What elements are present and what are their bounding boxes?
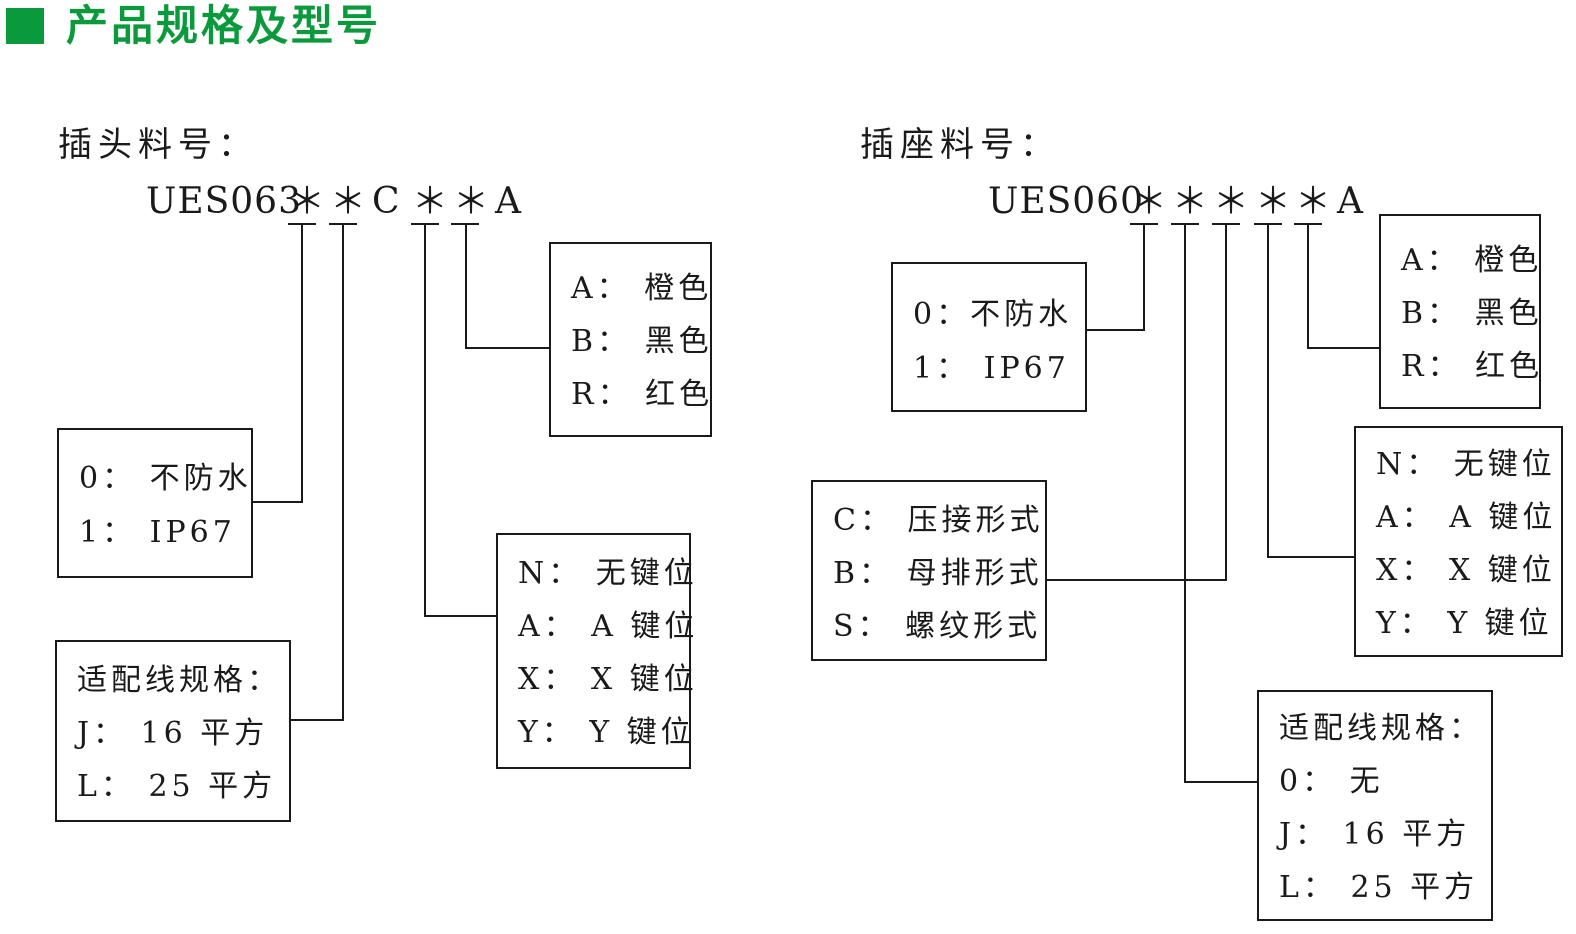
plug-wire-spec-box: 适配线规格： J： 16 平方 L： 25 平方 xyxy=(55,640,291,822)
plug-waterproof-box: 0： 不防水 1： IP67 xyxy=(57,428,253,578)
option-row: Y： Y 键位 xyxy=(518,715,695,750)
socket-color-box: A： 橙色 B： 黑色 R： 红色 xyxy=(1379,214,1541,409)
socket-label: 插座料号： xyxy=(860,125,1060,165)
option-row: L： 25 平方 xyxy=(77,769,277,804)
plug-key-box: N： 无键位 A： A 键位 X： X 键位 Y： Y 键位 xyxy=(496,533,694,769)
option-row: A： 橙色 xyxy=(1401,243,1543,278)
socket-code-slot-3: ＊ xyxy=(1213,181,1251,222)
socket-code-slot-1: ＊ xyxy=(1131,181,1169,222)
option-row: B： 黑色 xyxy=(571,324,713,359)
option-row: 0：不防水 xyxy=(913,297,1073,332)
option-row: L： 25 平方 xyxy=(1279,870,1479,905)
plug-code-slot-2: ＊ xyxy=(330,181,368,222)
option-row: 适配线规格： xyxy=(77,663,281,698)
option-row: B： 母排形式 xyxy=(833,556,1043,591)
option-row: B： 黑色 xyxy=(1401,296,1543,331)
plug-color-box: A： 橙色 B： 黑色 R： 红色 xyxy=(549,242,712,437)
plug-code-prefix: UES063 xyxy=(146,181,302,222)
option-row: J： 16 平方 xyxy=(1279,817,1471,852)
socket-termination-box: C： 压接形式 B： 母排形式 S： 螺纹形式 xyxy=(811,480,1047,661)
option-row: S： 螺纹形式 xyxy=(833,609,1042,644)
option-row: A： A 键位 xyxy=(518,609,699,644)
option-row: X： X 键位 xyxy=(518,662,698,697)
option-row: 适配线规格： xyxy=(1279,711,1483,746)
plug-code-slot-3: ＊ xyxy=(412,181,450,222)
socket-key-box: N： 无键位 A： A 键位 X： X 键位 Y： Y 键位 xyxy=(1354,426,1563,657)
option-row: A： A 键位 xyxy=(1376,500,1557,535)
option-row: R： 红色 xyxy=(1401,349,1544,384)
option-row: 0： 无 xyxy=(1279,764,1384,799)
header-square-icon xyxy=(6,8,44,44)
plug-code-slot-1: ＊ xyxy=(289,181,327,222)
plug-label: 插头料号： xyxy=(58,125,258,165)
socket-code-slot-2: ＊ xyxy=(1172,181,1210,222)
option-row: N： 无键位 xyxy=(1376,447,1556,482)
socket-code-slot-4: ＊ xyxy=(1255,181,1293,222)
plug-code-slot-4: ＊ xyxy=(453,181,491,222)
socket-code-suffix: A xyxy=(1337,181,1364,222)
page-title: 产品规格及型号 xyxy=(66,1,382,50)
option-row: R： 红色 xyxy=(571,377,714,412)
section-header: 产品规格及型号 xyxy=(6,1,382,50)
option-row: 1： IP67 xyxy=(913,351,1070,386)
plug-code-suffix: A xyxy=(495,181,522,222)
option-row: J： 16 平方 xyxy=(77,716,269,751)
option-row: X： X 键位 xyxy=(1376,553,1556,588)
option-row: Y： Y 键位 xyxy=(1376,606,1553,641)
option-row: C： 压接形式 xyxy=(833,503,1044,538)
socket-waterproof-box: 0：不防水 1： IP67 xyxy=(891,262,1087,412)
socket-wire-spec-box: 适配线规格： 0： 无 J： 16 平方 L： 25 平方 xyxy=(1257,690,1493,921)
option-row: A： 橙色 xyxy=(571,271,713,306)
option-row: 0： 不防水 xyxy=(79,461,252,496)
plug-code-fixed: C xyxy=(372,181,401,222)
socket-code-prefix: UES060 xyxy=(988,181,1144,222)
socket-code-slot-5: ＊ xyxy=(1295,181,1333,222)
option-row: 1： IP67 xyxy=(79,515,236,550)
option-row: N： 无键位 xyxy=(518,556,698,591)
